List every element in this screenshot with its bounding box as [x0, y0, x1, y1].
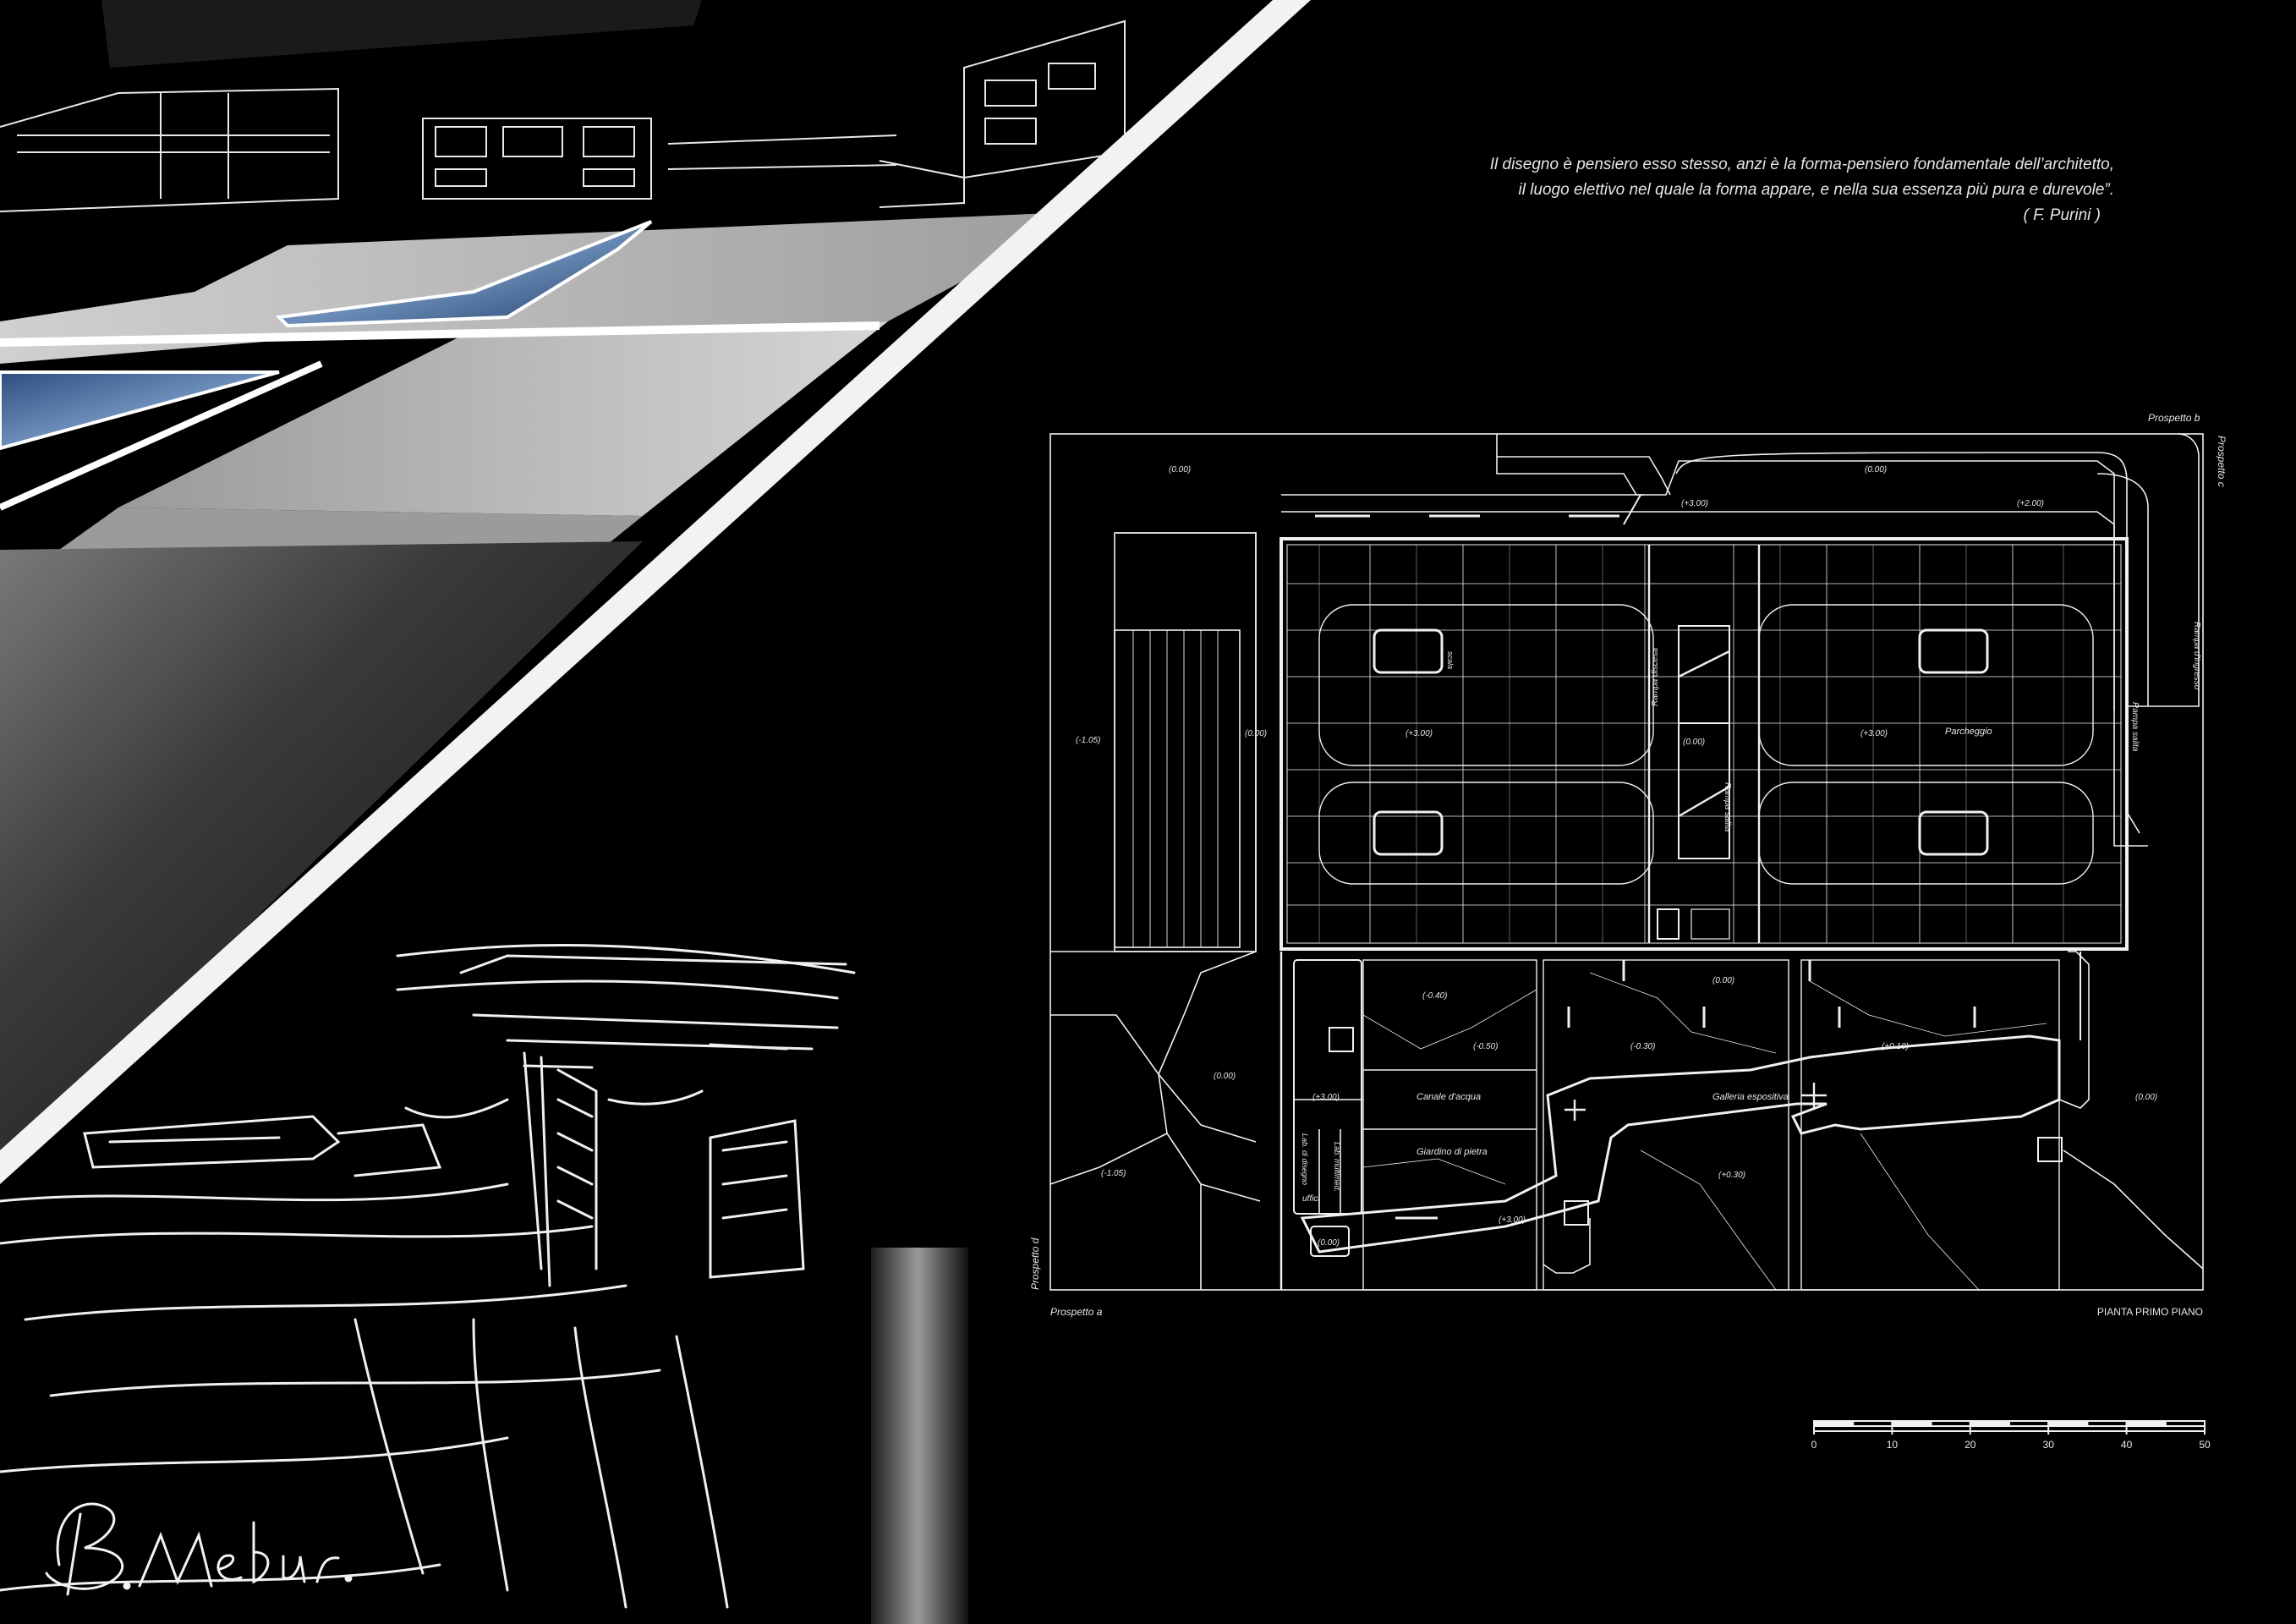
vertical-bar	[867, 1248, 968, 1624]
label-scala: scala	[1446, 651, 1455, 669]
label-rampa-salita-right: Rampa salita	[2130, 702, 2140, 752]
scale-tick-label: 40	[2121, 1439, 2133, 1451]
level-lower-mid: (0.00)	[1214, 1072, 1236, 1081]
label-uffici: uffici	[1302, 1194, 1320, 1204]
level-court-h: (+3.00)	[1499, 1215, 1526, 1225]
level-right-edge: (0.00)	[2135, 1093, 2157, 1102]
level-court-a: (-0.40)	[1422, 991, 1447, 1001]
plan-title: PIANTA PRIMO PIANO	[2097, 1306, 2203, 1318]
level-court-f: (+0.30)	[1718, 1171, 1745, 1180]
level-ramp-right: (+2.00)	[2017, 499, 2044, 508]
label-giardino: Giardino di pietra	[1417, 1147, 1488, 1157]
scale-bar: 0 10 20 30 40 50	[1811, 1420, 2211, 1451]
label-galleria: Galleria espositiva	[1712, 1092, 1789, 1102]
plan-labels: (0.00) (0.00) (+3.00) (+2.00) (-1.05) (0…	[1029, 412, 2228, 1318]
level-court-c: (-0.30)	[1630, 1042, 1655, 1051]
label-lab-multimedia: Lab. multimed.	[1333, 1142, 1341, 1192]
view-b: Prospetto b	[2148, 412, 2200, 424]
signature	[45, 1502, 353, 1596]
level-top-left: (0.00)	[1169, 465, 1191, 475]
label-rampa-discesa: Rampa discesa	[1651, 648, 1660, 706]
level-ramp-left: (+3.00)	[1681, 499, 1708, 508]
level-park-right: (+3.00)	[1860, 729, 1888, 738]
level-court-g: (+3.00)	[1312, 1093, 1340, 1102]
quote-line-2: il luogo elettivo nel quale la forma app…	[1518, 181, 2114, 199]
quote-line-1: Il disegno è pensiero esso stesso, anzi …	[1489, 156, 2114, 173]
label-rampa-salita-center: Rampa salita	[1723, 782, 1732, 832]
scale-segment	[2125, 1420, 2167, 1427]
view-d: Prospetto d	[1029, 1237, 1041, 1290]
scale-segment	[2047, 1420, 2089, 1427]
level-left-mid: (0.00)	[1245, 729, 1267, 738]
view-c: Prospetto c	[2216, 436, 2228, 487]
level-court-i: (0.00)	[1318, 1238, 1340, 1248]
level-court-e: (+0.10)	[1882, 1042, 1909, 1051]
level-court-b: (-0.50)	[1473, 1042, 1498, 1051]
scale-tick-label: 20	[1964, 1439, 1976, 1451]
scale-segment	[1813, 1420, 1855, 1427]
scale-tick-label: 30	[2043, 1439, 2055, 1451]
scale-tick-label: 10	[1887, 1439, 1899, 1451]
label-rampa-ingresso: Rampa d'ingresso	[2192, 622, 2201, 690]
label-lab-disegno: Lab. di disegno	[1301, 1133, 1309, 1185]
label-parcheggio: Parcheggio	[1945, 727, 1992, 737]
level-far-left: (-1.05)	[1076, 736, 1100, 745]
hand-sketch	[0, 880, 871, 1624]
quote-author: ( F. Purini )	[2023, 206, 2101, 224]
scale-segment	[1969, 1420, 2011, 1427]
view-a: Prospetto a	[1050, 1306, 1103, 1318]
level-park-center: (0.00)	[1683, 738, 1705, 747]
quote-block: Il disegno è pensiero esso stesso, anzi …	[1336, 152, 2114, 228]
level-park-left: (+3.00)	[1406, 729, 1433, 738]
label-canale: Canale d'acqua	[1417, 1092, 1481, 1102]
scale-segment	[1891, 1420, 1932, 1427]
scale-tick-label: 50	[2199, 1439, 2211, 1451]
scale-tick-label: 0	[1811, 1439, 1817, 1451]
level-court-d: (0.00)	[1712, 976, 1734, 985]
level-lower-left: (-1.05)	[1101, 1169, 1126, 1178]
level-top-right: (0.00)	[1865, 465, 1887, 475]
